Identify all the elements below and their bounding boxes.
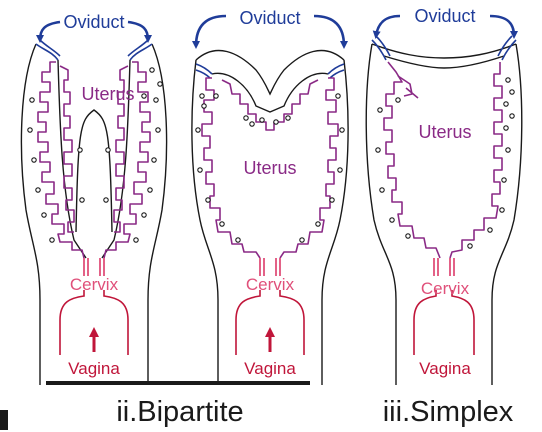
duplex-vagina-label: Vagina <box>68 359 120 378</box>
simplex-vagina <box>414 290 474 355</box>
bipartite-type-label: ii.Bipartite <box>116 396 243 428</box>
bipartite-oviduct-arrow-right <box>314 16 344 46</box>
duplex-oviduct-label: Oviduct <box>63 12 124 32</box>
simplex-oviduct-label: Oviduct <box>414 6 475 26</box>
panel-duplex: Oviduct Uterus Cervix Vagina <box>0 12 167 430</box>
simplex-type-label: iii.Simplex <box>383 396 514 428</box>
simplex-body-outline <box>366 44 522 385</box>
duplex-oviduct-arrow-right <box>128 22 148 40</box>
baseline-bar <box>46 381 310 385</box>
simplex-cervix-label: Cervix <box>421 279 470 298</box>
duplex-left-uterine-wall <box>38 62 84 258</box>
bipartite-left-oviduct-tube <box>196 64 212 78</box>
simplex-oviduct-arrow-left <box>376 16 400 36</box>
panel-simplex: Oviduct Uterus Cervix Vagina iii.Simplex <box>366 6 522 428</box>
bipartite-uterus-label: Uterus <box>243 158 296 178</box>
duplex-oviduct-arrow-left <box>40 22 60 40</box>
bipartite-oviduct-label: Oviduct <box>239 8 300 28</box>
simplex-cervix <box>434 258 454 276</box>
bipartite-cervix-label: Cervix <box>246 275 295 294</box>
simplex-oviduct-arrow-right <box>490 16 514 36</box>
bipartite-cervix <box>260 258 280 276</box>
duplex-cervix-label: Cervix <box>70 275 119 294</box>
bipartite-fundus-wall <box>222 80 318 130</box>
simplex-uterus-label: Uterus <box>418 122 471 142</box>
bipartite-right-oviduct-tube <box>328 64 344 78</box>
simplex-right-uterine-wall <box>450 62 502 258</box>
bipartite-oviduct-arrow-left <box>196 16 226 46</box>
duplex-cervix <box>84 258 104 276</box>
duplex-type-label-fragment <box>0 410 8 430</box>
duplex-left-oviduct-tube <box>36 40 60 60</box>
bipartite-vagina-label: Vagina <box>244 359 296 378</box>
duplex-uterus-label: Uterus <box>81 84 134 104</box>
simplex-vagina-label: Vagina <box>419 359 471 378</box>
duplex-right-oviduct-tube <box>128 40 152 60</box>
